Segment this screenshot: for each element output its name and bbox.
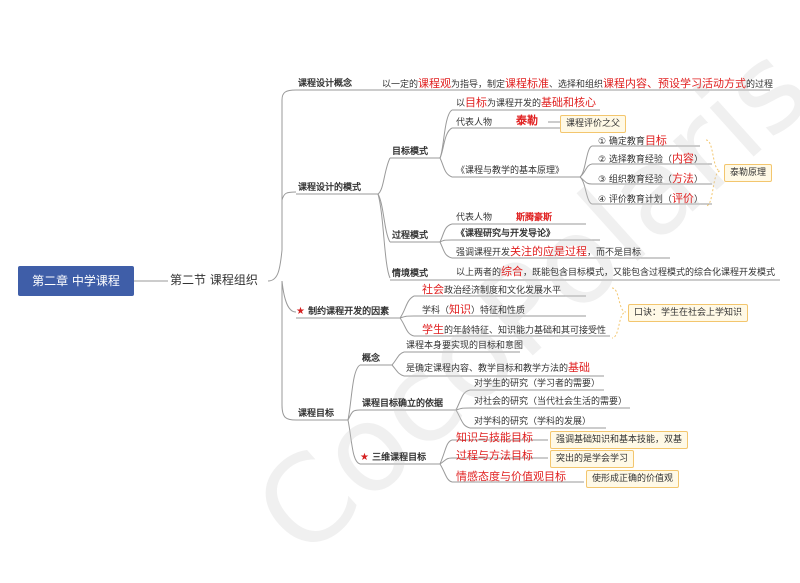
node-goal-mode[interactable]: 目标模式 [392,147,429,157]
goal-process-method-note: 突出的是学会学习 [550,450,635,468]
highlight-text: 目标 [644,134,667,147]
highlight-text: 评价 [671,192,694,205]
node-situation-mode[interactable]: 情境模式 [392,269,429,279]
highlight-text: 课程观 [418,77,452,90]
text-segment: 政治经济制度和文化发展水平 [444,286,562,296]
highlight-text: 关注的应是过程 [510,245,588,258]
text-segment: ）特征和性质 [471,306,526,316]
text-segment: 的年龄特征、知识能力基础和其可接受性 [444,326,607,336]
text-segment: 强调课程开发 [456,248,511,258]
goal-mode-rep-label: 代表人物 [456,118,493,128]
text-segment: 为指导，制定 [451,80,506,90]
text-segment: ④ 评价教育计划（ [598,195,672,205]
goal-basis-2: 对社会的研究（当代社会生活的需要） [474,397,628,407]
node-goal-concept[interactable]: 概念 [362,354,381,364]
node-course-goal[interactable]: 课程目标 [298,409,335,419]
dev-factors-label: 制约课程开发的因素 [308,307,390,317]
factors-mnemonic: 口诀：学生在社会上学知识 [628,304,749,322]
text-segment: ，而不是目标 [587,248,642,258]
goal-process-method: 过程与方法目标 [456,449,533,462]
highlight-text: 目标 [465,96,488,109]
goal-knowledge-skill-note: 强调基础知识和基本技能，双基 [550,431,689,449]
factor-subject: 学科（知识）特征和性质 [422,304,525,317]
root-node[interactable]: 第二章 中学课程 [18,266,134,296]
goal-concept-1: 课程本身要实现的目标和意图 [406,340,523,352]
goal-mode-rep-note: 课程评价之父 [560,115,627,133]
node-dev-factors[interactable]: ★ 制约课程开发的因素 [296,306,389,318]
connector-lines [134,89,780,483]
text-segment: 以 [456,99,466,109]
highlight-text: 课程内容、预设学习活动方式 [603,77,747,90]
goal-step-4: ④ 评价教育计划（评价） [598,193,703,206]
node-design-concept[interactable]: 课程设计概念 [298,79,353,89]
section-node[interactable]: 第二节 课程组织 [170,273,258,287]
text-segment: 学科（ [422,306,450,316]
node-design-modes[interactable]: 课程设计的模式 [298,183,362,193]
goal-step-3: ③ 组织教育经验（方法） [598,173,703,186]
text-segment: ① 确定教育 [598,137,645,147]
star-icon: ★ [296,306,305,317]
highlight-text: 方法 [671,172,694,185]
process-mode-rep-label: 代表人物 [456,213,493,223]
text-segment: 课程本身要实现的目标和意图 [406,341,524,351]
text-segment: ，既能包含目标模式，又能包含过程模式的综合化课程开发模式 [523,268,776,278]
text-segment: ） [693,175,703,185]
highlight-text: 基础和核心 [541,96,597,109]
text-segment: ） [693,195,703,205]
process-mode-stress: 强调课程开发关注的应是过程，而不是目标 [456,246,641,259]
goal-emotion-values-note: 使形成正确的价值观 [586,470,680,488]
goal-concept-2: 是确定课程内容、教学目标和教学方法的基础 [406,362,590,375]
process-mode-book: 《课程研究与开发导论》 [456,229,556,239]
text-segment: ） [693,155,703,165]
node-goal-basis[interactable]: 课程目标确立的依据 [362,399,444,409]
highlight-text: 课程标准 [505,77,550,90]
text-segment: 、选择和组织 [549,80,604,90]
goal-step-1: ① 确定教育目标 [598,135,667,148]
text-segment: 的过程 [746,80,774,90]
goal-basis-3: 对学科的研究（学科的发展） [474,417,592,427]
star-icon: ★ [360,452,369,463]
tyler-principle: 泰勒原理 [724,164,773,182]
highlight-text: 学生 [422,323,444,336]
text-segment: 为课程开发的 [487,99,542,109]
goal-mode-rep-name: 泰勒 [516,114,538,127]
text-segment: 是确定课程内容、教学目标和教学方法的 [406,364,569,374]
goal-basis-1: 对学生的研究（学习者的需要） [474,379,601,389]
process-mode-rep-name: 斯腾豪斯 [516,213,553,223]
node-three-dim-goals[interactable]: ★ 三维课程目标 [360,452,426,464]
design-concept-definition: 以一定的课程观为指导，制定课程标准、选择和组织课程内容、预设学习活动方式的过程 [382,78,773,91]
text-segment: ② 选择教育经验（ [598,155,672,165]
highlight-text: 综合 [501,265,524,278]
highlight-text: 知识 [449,303,472,316]
goal-step-2: ② 选择教育经验（内容） [598,153,703,166]
text-segment: ③ 组织教育经验（ [598,175,672,185]
highlight-text: 基础 [568,361,591,374]
node-process-mode[interactable]: 过程模式 [392,231,429,241]
factor-student: 学生的年龄特征、知识能力基础和其可接受性 [422,324,606,337]
factor-society: 社会政治经济制度和文化发展水平 [422,284,561,297]
goal-mode-book: 《课程与教学的基本原理》 [456,166,565,176]
three-dim-goals-label: 三维课程目标 [372,453,427,463]
goal-knowledge-skill: 知识与技能目标 [456,431,533,444]
highlight-text: 内容 [671,152,694,165]
situation-mode-desc: 以上两者的综合，既能包含目标模式，又能包含过程模式的综合化课程开发模式 [456,266,775,279]
text-segment: 以一定的 [382,80,419,90]
goal-mode-basis: 以目标为课程开发的基础和核心 [456,97,596,110]
text-segment: 以上两者的 [456,268,502,278]
goal-emotion-values: 情感态度与价值观目标 [456,470,566,483]
highlight-text: 社会 [422,283,444,296]
